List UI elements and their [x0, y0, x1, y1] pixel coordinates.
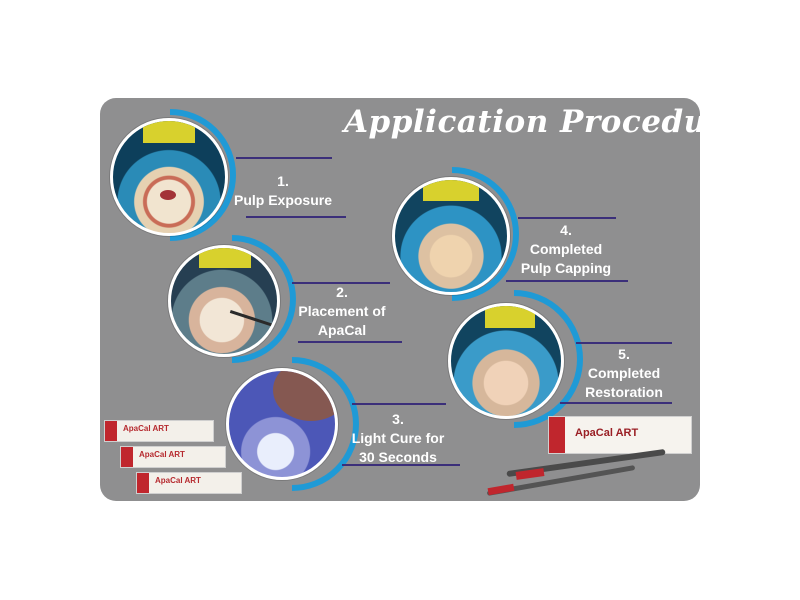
product-box-1-brand: ApaCal	[123, 424, 151, 433]
step-1-arc	[169, 109, 236, 241]
product-box-1: ApaCal ART	[104, 420, 214, 442]
step-4-rule-bottom	[506, 280, 628, 282]
step-3-arc	[291, 357, 359, 491]
step-2-line-2: ApaCal	[317, 322, 367, 338]
step-5-arc	[513, 290, 583, 428]
step-3-rule-bottom	[342, 464, 460, 466]
step-5-rule-top	[576, 342, 672, 344]
step-3-number: 3.	[392, 411, 404, 427]
step-4-photo	[392, 177, 510, 295]
page-title: Application Procedure	[344, 104, 744, 140]
step-3-photo	[226, 368, 338, 480]
step-3-label: 3. Light Cure for 30 Seconds	[338, 410, 458, 467]
step-2-line-1: Placement of	[298, 303, 386, 319]
step-5-label: 5. Completed Restoration	[564, 345, 684, 402]
step-3-line-1: Light Cure for	[351, 430, 445, 446]
step-3-line-2: 30 Seconds	[359, 449, 437, 465]
step-1-rule-bottom	[246, 216, 346, 218]
main-product-suffix: ART	[615, 427, 639, 439]
step-5-line-2: Restoration	[585, 384, 663, 400]
step-1-photo	[110, 118, 228, 236]
step-4-arc	[451, 167, 519, 301]
product-box-3-brand: ApaCal	[155, 476, 183, 485]
product-box-2-brand: ApaCal	[139, 450, 167, 459]
step-4-line-2: Pulp Capping	[520, 260, 612, 276]
product-box-3-suffix: ART	[184, 476, 201, 485]
step-4-rule-top	[518, 217, 616, 219]
product-box-1-suffix: ART	[152, 424, 169, 433]
step-5-photo	[448, 303, 564, 419]
step-5-rule-bottom	[560, 402, 672, 404]
product-box-2: ApaCal ART	[120, 446, 226, 468]
step-2-rule-top	[292, 282, 390, 284]
step-1-number: 1.	[277, 173, 289, 189]
step-2-label: 2. Placement of ApaCal	[282, 283, 402, 340]
step-4-number: 4.	[560, 222, 572, 238]
step-4-line-1: Completed	[529, 241, 603, 257]
product-box-3: ApaCal ART	[136, 472, 242, 494]
step-1-line-1: Pulp Exposure	[233, 192, 333, 208]
step-2-number: 2.	[336, 284, 348, 300]
main-product-box: ApaCal ART	[548, 416, 692, 454]
step-4-label: 4. Completed Pulp Capping	[506, 221, 626, 278]
step-2-photo	[168, 245, 280, 357]
step-5-number: 5.	[618, 346, 630, 362]
step-1-label: 1. Pulp Exposure	[223, 172, 343, 210]
step-2-rule-bottom	[298, 341, 402, 343]
step-1-rule-top	[236, 157, 332, 159]
step-3-rule-top	[352, 403, 446, 405]
product-box-2-suffix: ART	[168, 450, 185, 459]
main-product-brand: ApaCal	[575, 427, 613, 439]
step-5-line-1: Completed	[587, 365, 661, 381]
step-2-arc	[231, 235, 296, 363]
